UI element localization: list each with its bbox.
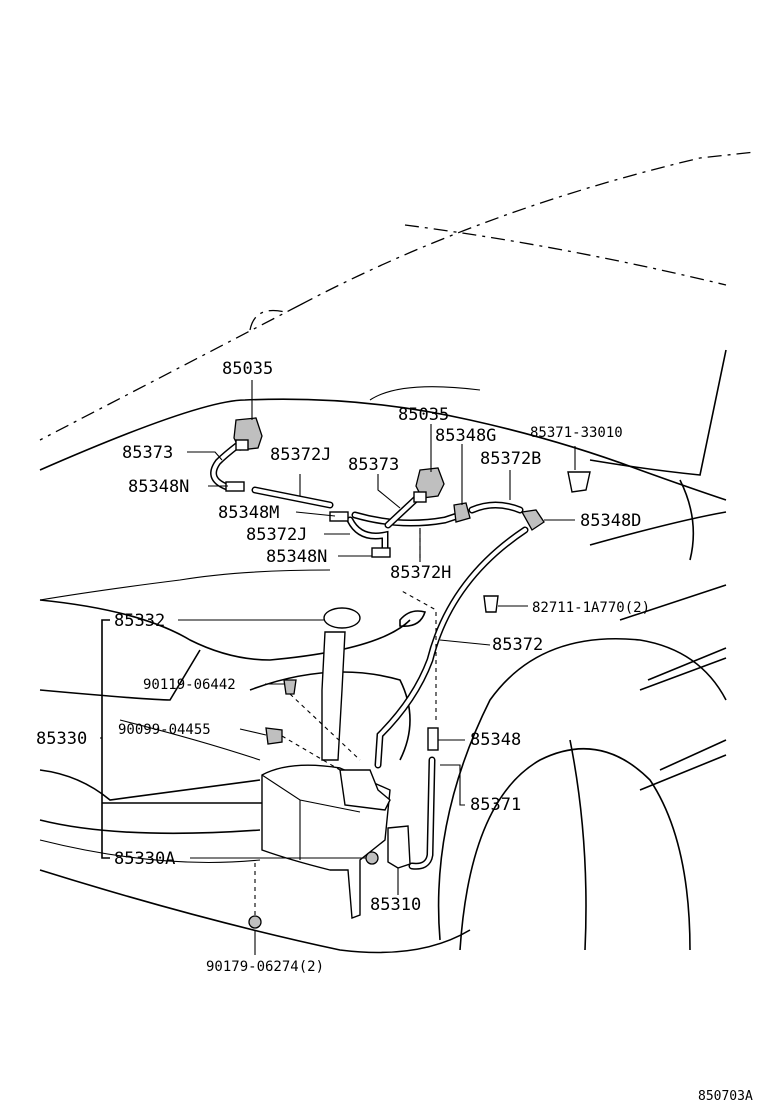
label-85348N-lower: 85348N xyxy=(266,547,327,567)
tire-sidewall xyxy=(569,739,587,951)
cowl-outline xyxy=(404,224,727,286)
body-sill-line-2 xyxy=(659,739,727,771)
joint-85348 xyxy=(427,727,439,751)
tire-outline xyxy=(459,748,691,951)
label-90119-06442: 90119-06442 xyxy=(143,677,236,693)
headlamp-outline xyxy=(249,671,411,761)
hood-crease xyxy=(39,569,331,601)
hood-front-edge xyxy=(39,599,411,661)
joint-85348D xyxy=(520,509,545,531)
label-85035-left: 85035 xyxy=(222,359,273,379)
parts xyxy=(225,417,591,929)
screw-90099-04455 xyxy=(265,727,283,745)
label-85373-left: 85373 xyxy=(122,443,173,463)
a-pillar-outline xyxy=(249,309,286,331)
grille-inner xyxy=(119,719,261,761)
hood-rear-edge xyxy=(39,304,301,441)
label-85373-right: 85373 xyxy=(348,455,399,475)
label-82711-1A770: 82711-1A770(2) xyxy=(532,600,650,616)
body-sill-line xyxy=(639,754,727,791)
label-85330: 85330 xyxy=(36,729,87,749)
grille-top xyxy=(39,649,201,701)
washer-nozzle-left xyxy=(233,417,263,451)
bumper-lower-edge xyxy=(39,869,471,954)
label-85372B: 85372B xyxy=(480,449,541,469)
wheel-arch-outer xyxy=(437,637,727,941)
diagram-code: 850703A xyxy=(698,1089,753,1104)
label-85348N-upper: 85348N xyxy=(128,477,189,497)
clip-82711 xyxy=(483,595,499,613)
clip-85371-33010 xyxy=(567,471,591,493)
hose-routing xyxy=(210,441,529,870)
label-85372J-lower: 85372J xyxy=(246,525,307,545)
label-85310: 85310 xyxy=(370,895,421,915)
bumper-line-2 xyxy=(39,839,261,864)
leader-lines xyxy=(100,380,576,955)
tank-bracket xyxy=(339,769,391,811)
label-85371-33010: 85371-33010 xyxy=(530,425,623,441)
assembly-lines xyxy=(254,530,437,915)
nut-90179-06274 xyxy=(248,915,262,929)
label-85330A: 85330A xyxy=(114,849,175,869)
windshield-outline xyxy=(299,151,756,306)
joint-85348N-upper xyxy=(225,481,245,492)
part-labels: 85035 85373 85348N 85372J 85373 85035 85… xyxy=(36,359,753,1104)
vehicle-body-outline xyxy=(39,151,756,954)
washer-pump-85310 xyxy=(387,825,411,869)
grille-line xyxy=(39,769,261,801)
fender-edge xyxy=(679,479,695,561)
filler-cap-85332 xyxy=(323,607,361,629)
washer-nozzle-right xyxy=(413,467,445,503)
label-85371: 85371 xyxy=(470,795,521,815)
fender-crease-2 xyxy=(619,584,727,621)
fender-crease-1 xyxy=(589,511,727,546)
label-85332: 85332 xyxy=(114,611,165,631)
label-85348G: 85348G xyxy=(435,426,496,446)
label-85348D: 85348D xyxy=(580,511,641,531)
fender-crease-4 xyxy=(647,647,727,681)
fender-crease-3 xyxy=(639,657,727,691)
hood-emblem xyxy=(399,610,427,628)
bumper-line-1 xyxy=(39,819,261,835)
bolt-90119-06442 xyxy=(283,679,297,695)
label-85372: 85372 xyxy=(492,635,543,655)
joint-85348M xyxy=(329,511,349,522)
joint-85348N-lower xyxy=(371,547,391,558)
label-85372H: 85372H xyxy=(390,563,451,583)
label-85035-right: 85035 xyxy=(398,405,449,425)
label-90179-06274: 90179-06274(2) xyxy=(206,959,324,975)
label-85348M: 85348M xyxy=(218,503,279,523)
fender-top xyxy=(589,349,727,476)
label-90099-04455: 90099-04455 xyxy=(118,722,211,738)
label-85372J-upper: 85372J xyxy=(270,445,331,465)
hood-panel-edge xyxy=(39,398,727,501)
joint-85348G xyxy=(453,502,471,523)
grommet-85330A xyxy=(365,851,379,865)
label-85348: 85348 xyxy=(470,730,521,750)
filler-neck xyxy=(321,631,346,761)
engine-bay-line xyxy=(369,386,481,401)
